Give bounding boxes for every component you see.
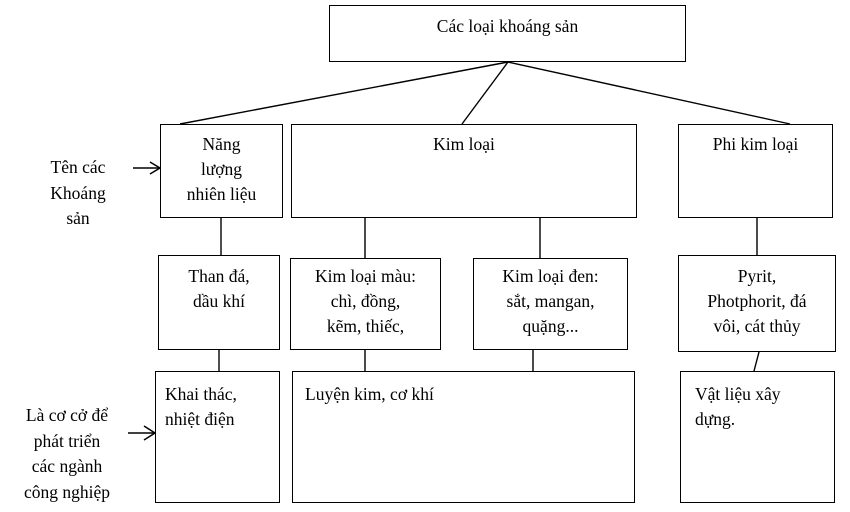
- node-metal[interactable]: Kim loại: [291, 124, 637, 218]
- label-industry-basis-text: Là cơ cở để phát triển các ngành công ng…: [23, 405, 111, 502]
- node-nonmetal-label: Phi kim loại: [712, 134, 799, 154]
- node-all-minerals-label: Các loại khoáng sản: [436, 16, 579, 36]
- node-energy-fuel[interactable]: Năng lượng nhiên liệu: [160, 124, 283, 218]
- node-metal-label: Kim loại: [433, 134, 495, 154]
- arrow-basis-head: [143, 425, 157, 441]
- node-coal-oil-label: Than đá, dầu khí: [188, 266, 250, 311]
- label-mineral-names: Tên các Khoáng sản: [22, 130, 134, 232]
- node-building-materials-label: Vật liệu xây dựng.: [695, 384, 781, 429]
- node-mining-power[interactable]: Khai thác, nhiệt điện: [155, 371, 280, 503]
- node-ferrous-metals[interactable]: Kim loại đen: sắt, mangan, quặng...: [473, 258, 628, 350]
- edge-examples-to-building: [753, 351, 760, 372]
- edge-title-to-metal: [461, 61, 509, 125]
- node-all-minerals[interactable]: Các loại khoáng sản: [329, 5, 686, 62]
- node-mining-power-label: Khai thác, nhiệt điện: [165, 384, 237, 429]
- label-industry-basis: Là cơ cở để phát triển các ngành công ng…: [6, 378, 128, 505]
- node-nonmetal[interactable]: Phi kim loại: [678, 124, 833, 218]
- label-mineral-names-text: Tên các Khoáng sản: [50, 157, 106, 229]
- edge-title-to-energy: [179, 61, 509, 125]
- node-energy-fuel-label: Năng lượng nhiên liệu: [186, 134, 257, 204]
- node-ferrous-metals-label: Kim loại đen: sắt, mangan, quặng...: [502, 266, 599, 336]
- node-nonferrous-metals-label: Kim loại màu: chì, đồng, kẽm, thiếc,: [314, 266, 417, 336]
- node-building-materials[interactable]: Vật liệu xây dựng.: [680, 371, 835, 503]
- node-nonferrous-metals[interactable]: Kim loại màu: chì, đồng, kẽm, thiếc,: [290, 258, 441, 350]
- edge-title-to-nonmetal: [507, 61, 791, 125]
- node-coal-oil[interactable]: Than đá, dầu khí: [158, 255, 280, 350]
- node-nonmetal-examples[interactable]: Pyrit, Photphorit, đá vôi, cát thủy: [678, 255, 836, 352]
- node-nonmetal-examples-label: Pyrit, Photphorit, đá vôi, cát thủy: [707, 266, 807, 336]
- node-metallurgy-label: Luyện kim, cơ khí: [305, 384, 434, 404]
- arrow-names-head: [149, 161, 162, 175]
- node-metallurgy[interactable]: Luyện kim, cơ khí: [292, 371, 635, 503]
